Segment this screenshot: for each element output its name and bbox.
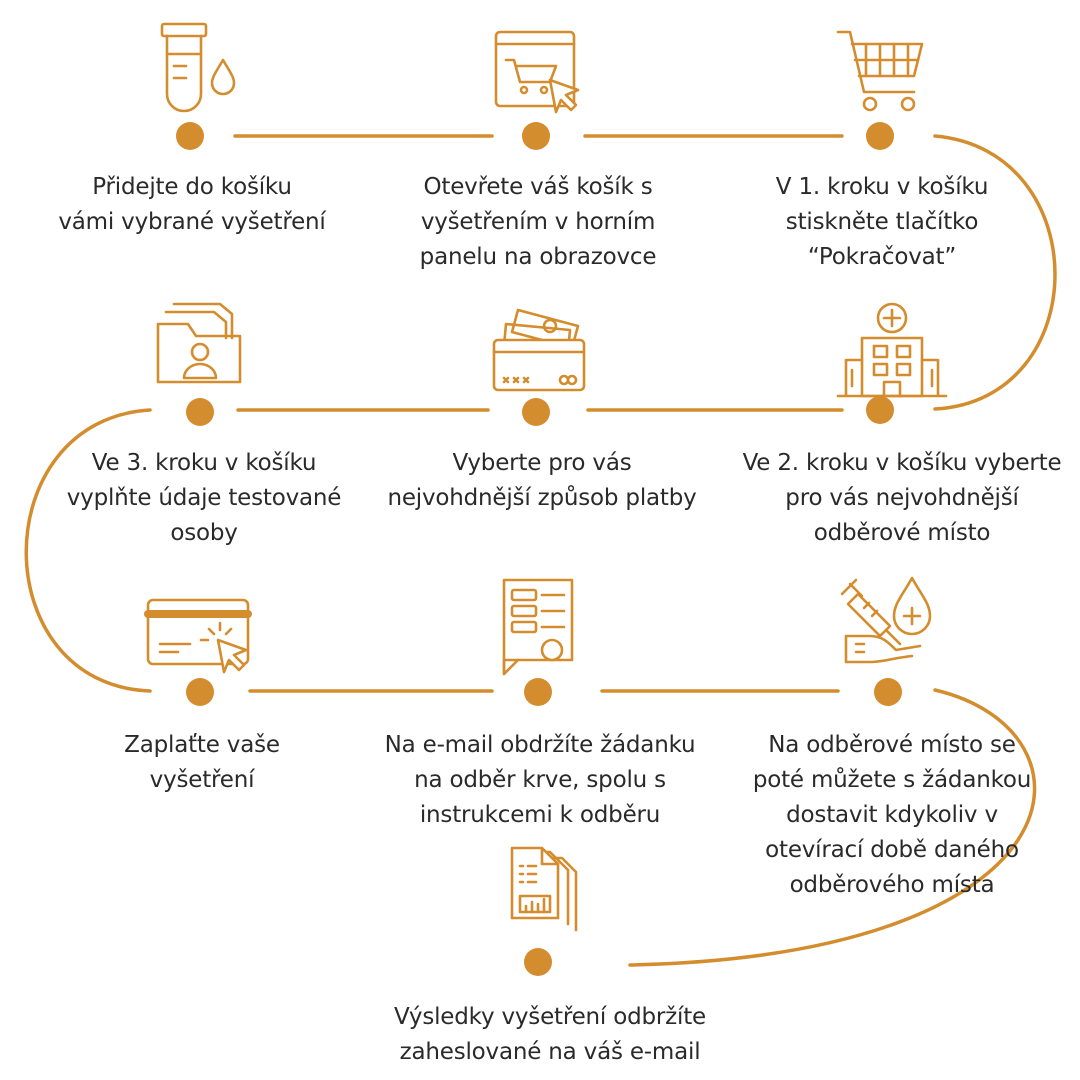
test-tube-icon — [160, 22, 236, 113]
step-10-label: Výsledky vyšetření odbržíte zaheslované … — [394, 1004, 706, 1065]
step-2-label: Otevřete váš košík s vyšetřením v horním… — [419, 174, 657, 270]
cards-money-icon — [492, 308, 586, 392]
step-7-icon — [138, 592, 258, 692]
step-7-dot — [186, 678, 214, 706]
user-folder-icon — [156, 302, 242, 384]
hospital-icon — [836, 302, 948, 398]
step-5-label: Vyberte pro vás nejvohdnější způsob plat… — [387, 450, 697, 511]
step-10-icon — [480, 844, 600, 944]
connector-curve — [628, 688, 1037, 967]
step-7-label: Zaplaťte vaše vyšetření — [124, 732, 280, 793]
step-9-icon — [828, 572, 948, 672]
step-3-icon — [822, 20, 942, 120]
blood-draw-icon — [840, 576, 932, 664]
step-2-dot — [522, 122, 550, 150]
step-9-label: Na odběrové místo se poté můžete s žádan… — [752, 732, 1032, 898]
step-8-label: Na e-mail obdržíte žádanku na odběr krve… — [384, 732, 696, 828]
step-1-dot — [176, 122, 204, 150]
shopping-cart-icon — [836, 30, 924, 112]
connector-curve — [24, 408, 152, 693]
step-6-icon — [140, 296, 260, 396]
step-4-label: Ve 2. kroku v košíku vyberte pro vás nej… — [742, 450, 1062, 546]
step-3-label: V 1. kroku v košíku stiskněte tlačítko “… — [775, 174, 989, 270]
results-documents-icon — [510, 846, 578, 932]
step-9-dot — [874, 678, 902, 706]
step-10-dot — [524, 948, 552, 976]
card-click-icon — [144, 598, 252, 674]
connector-curve — [933, 134, 1057, 411]
step-8-dot — [524, 678, 552, 706]
step-5-icon — [478, 296, 598, 396]
document-form-icon — [502, 578, 574, 676]
step-6-dot — [186, 398, 214, 426]
step-4-icon — [832, 300, 952, 400]
screen-cart-click-icon — [494, 30, 580, 114]
step-1-label: Přidejte do košíku vámi vybrané vyšetřen… — [58, 174, 326, 235]
step-1-icon — [136, 22, 256, 122]
step-2-icon — [478, 22, 598, 122]
step-4-dot — [866, 396, 894, 424]
step-3-dot — [866, 122, 894, 150]
step-8-icon — [478, 574, 598, 676]
step-5-dot — [522, 398, 550, 426]
step-6-label: Ve 3. kroku v košíku vyplňte údaje testo… — [66, 450, 342, 546]
